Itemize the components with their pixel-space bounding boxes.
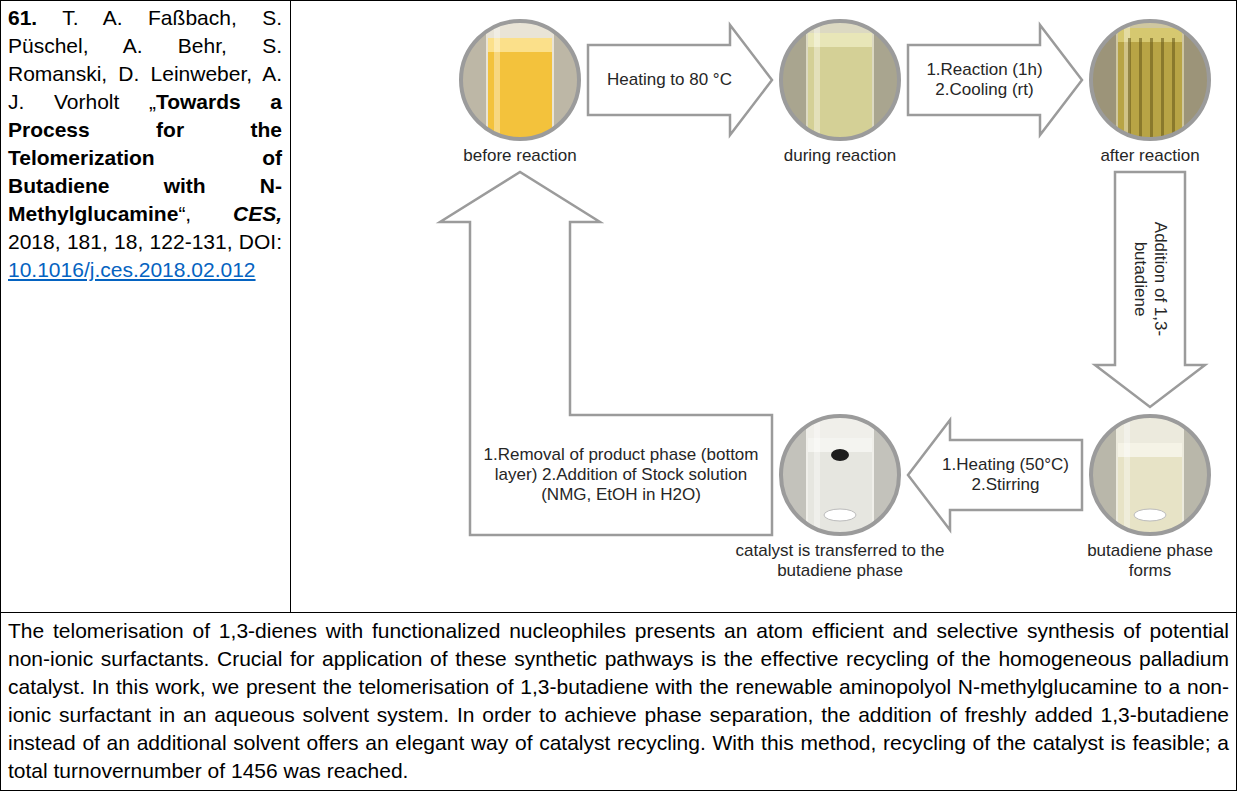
doi-link: 10.1016/j.ces.2018.02.012 <box>8 258 256 281</box>
reference-cell: 61. T. A. Faßbach, S. Püschel, A. Behr, … <box>0 0 290 288</box>
photo-node: catalyst is transferred to the butadiene… <box>715 413 965 581</box>
photo-frame <box>1091 21 1209 139</box>
photo-circle <box>778 413 902 537</box>
vial-streak <box>1139 38 1142 142</box>
arrow-label: Heating to 80 °C <box>607 70 732 90</box>
abstract-text: The telomerisation of 1,3-dienes with fu… <box>8 617 1229 785</box>
arrow-label: Addition of 1,3-butadiene <box>1130 214 1170 344</box>
process-arrow <box>1095 172 1205 407</box>
photo-node: during reaction <box>740 18 940 166</box>
vial-streak <box>1172 38 1175 142</box>
photo-circle <box>1088 413 1212 537</box>
citation-details: 2018, 181, 18, 122-131, DOI: <box>8 230 282 253</box>
vial-streak <box>1161 38 1164 142</box>
photo-frame <box>1091 416 1209 534</box>
reference-text: 61. T. A. Faßbach, S. Püschel, A. Behr, … <box>8 4 282 284</box>
photo-caption: during reaction <box>784 146 896 166</box>
table-column-rule <box>290 0 291 612</box>
process-arrow <box>908 420 1082 530</box>
glass-highlight <box>814 18 820 142</box>
photo-node: butadiene phase forms <box>1080 413 1220 581</box>
photo-circle <box>458 18 582 142</box>
arrow-label: 1.Heating (50°C) 2.Stirring <box>936 455 1076 495</box>
photo-frame <box>781 21 899 139</box>
photo-caption: before reaction <box>463 146 576 166</box>
process-arrow <box>908 25 1082 135</box>
abstract-cell: The telomerisation of 1,3-dienes with fu… <box>0 613 1237 789</box>
stir-bar <box>824 509 856 521</box>
photo-frame <box>461 21 579 139</box>
photo-node: before reaction <box>420 18 620 166</box>
photo-content <box>1088 413 1212 537</box>
photo-caption: butadiene phase forms <box>1080 541 1220 581</box>
glass-highlight <box>814 413 820 537</box>
catalyst-drop <box>831 449 849 461</box>
photo-circle <box>1088 18 1212 142</box>
photo-content <box>1088 18 1212 142</box>
photo-caption: after reaction <box>1100 146 1199 166</box>
stir-bar <box>1134 509 1166 521</box>
photo-circle <box>778 18 902 142</box>
table-row-rule <box>0 612 1237 613</box>
photo-frame <box>781 416 899 534</box>
vial-glass <box>1116 18 1184 142</box>
photo-node: after reaction <box>1075 18 1225 166</box>
process-arrow <box>588 25 772 135</box>
vial-streak <box>1150 38 1153 142</box>
vial-streak <box>1128 38 1131 142</box>
photo-content <box>778 413 902 537</box>
title-quote: “, <box>178 202 191 225</box>
reference-number: 61. <box>8 6 37 29</box>
photo-content <box>778 18 902 142</box>
photo-content <box>458 18 582 142</box>
process-arrow <box>440 172 772 535</box>
photo-caption: catalyst is transferred to the butadiene… <box>715 541 965 581</box>
arrow-label: 1.Reaction (1h) 2.Cooling (rt) <box>917 60 1052 100</box>
glass-highlight <box>494 18 500 142</box>
journal-name: CES, <box>233 202 282 225</box>
arrow-label: 1.Removal of product phase (bottom layer… <box>480 445 762 505</box>
glass-highlight <box>1124 413 1130 537</box>
